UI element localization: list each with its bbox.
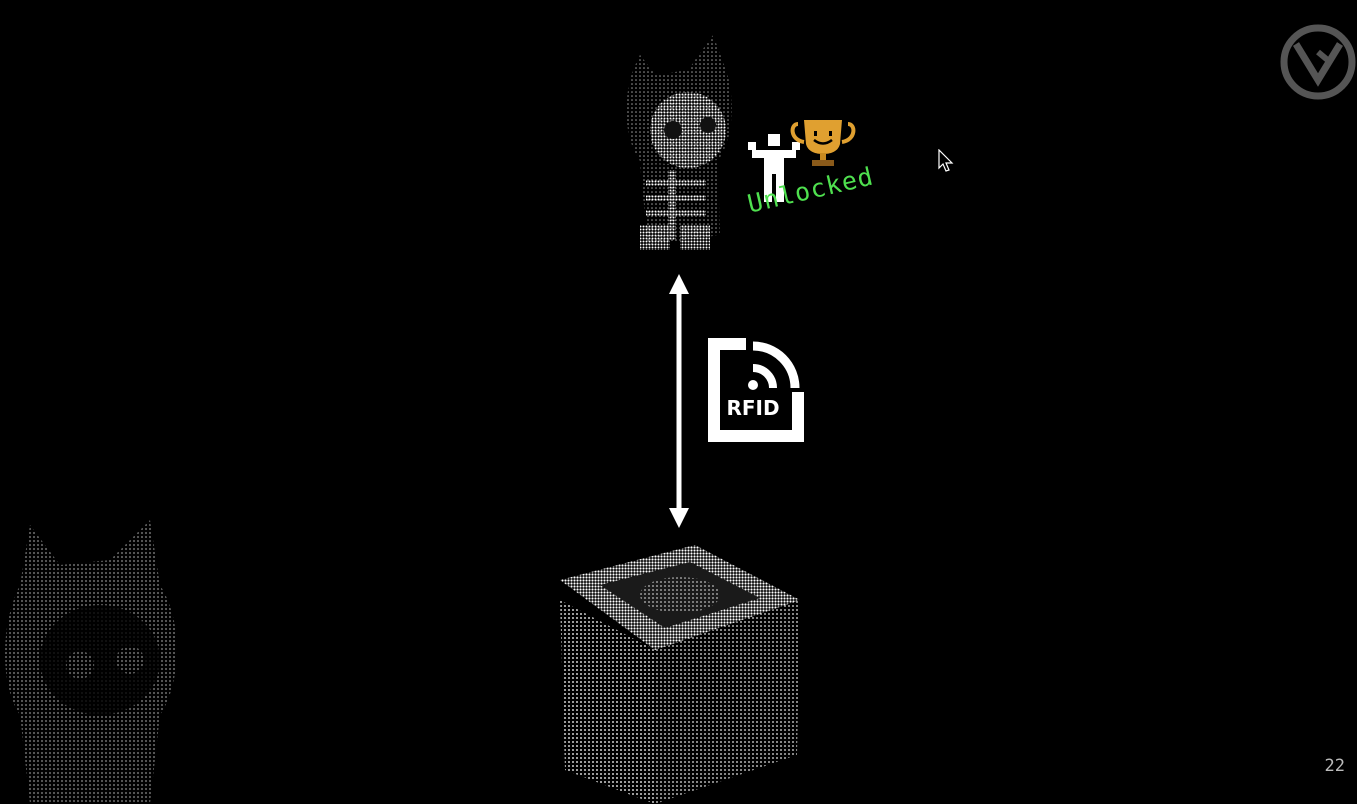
double-arrow-icon [669,274,689,528]
figurine-image [626,35,732,250]
cheering-person-icon [748,134,800,202]
trophy-icon [790,120,856,166]
cursor-icon [938,149,954,172]
rfid-reader-image [560,545,800,804]
rfid-label: RFID [726,396,780,420]
faded-figurine-image [5,520,177,804]
logo-icon [1280,24,1356,100]
page-number: 22 [1324,756,1345,776]
rfid-icon: RFID [700,330,810,450]
